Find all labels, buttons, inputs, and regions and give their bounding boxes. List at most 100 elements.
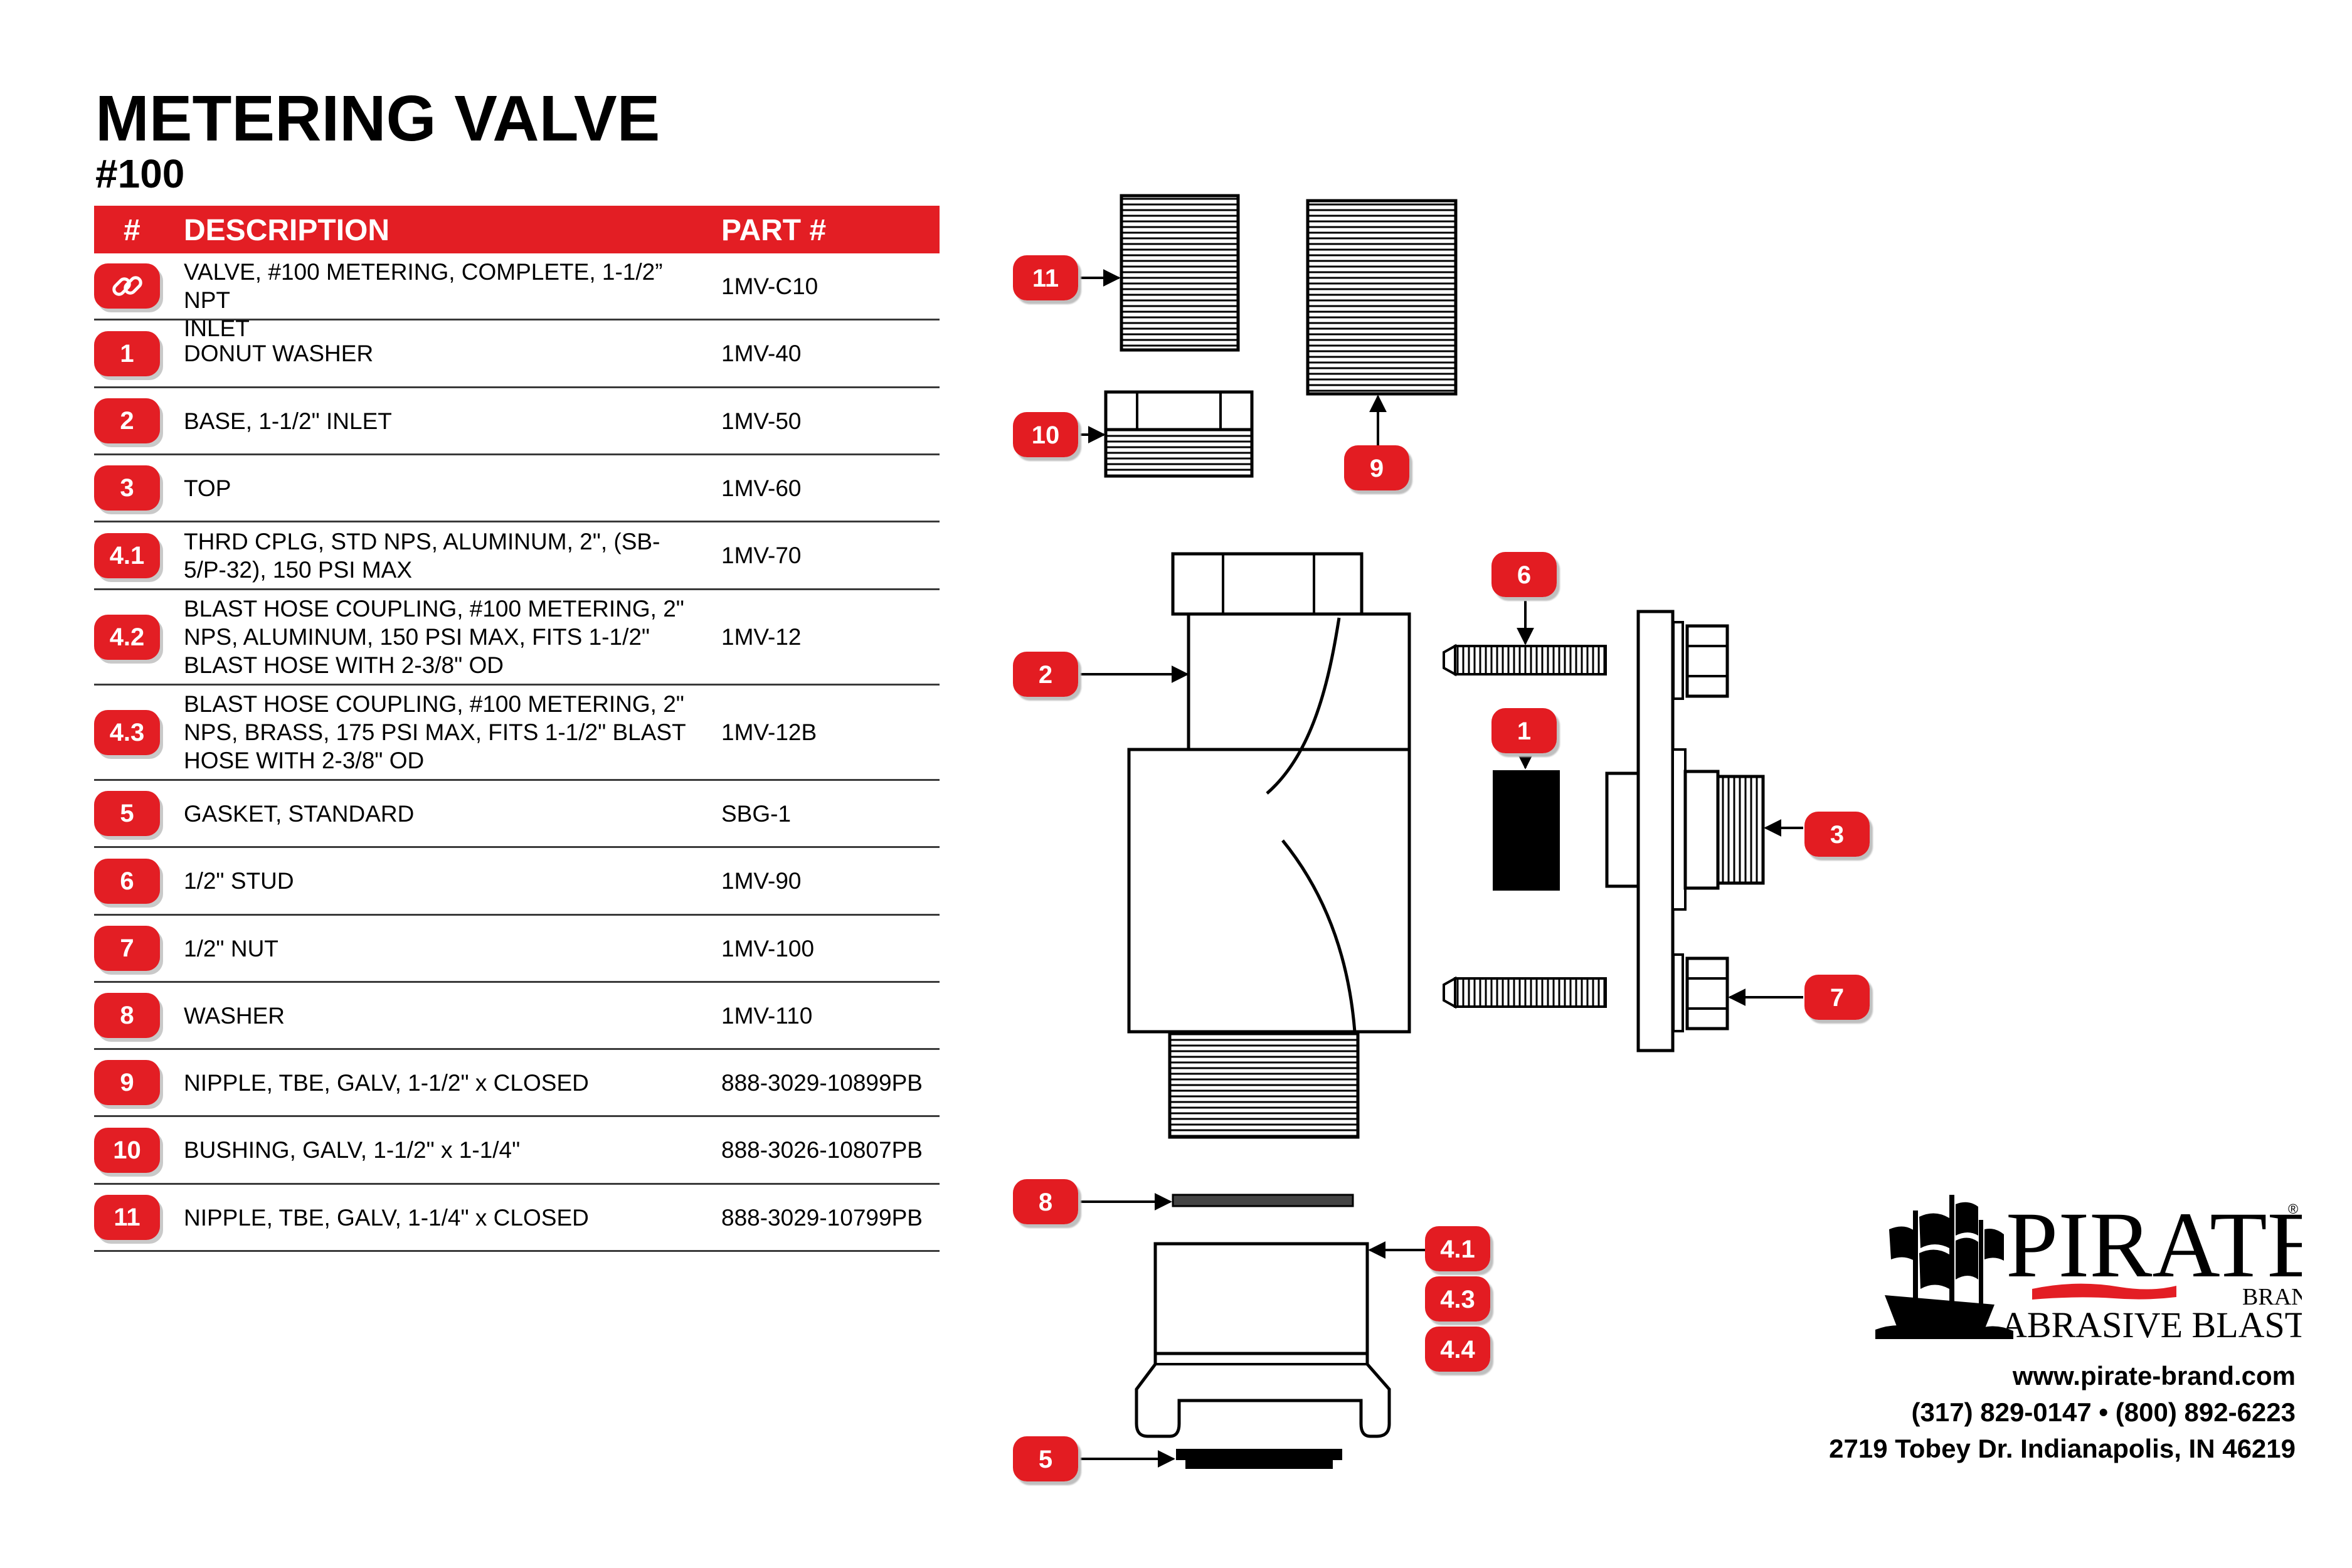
row-description: DONUT WASHER xyxy=(184,339,704,368)
callout-label: 4.1 xyxy=(1440,1236,1475,1263)
description-line: BLAST HOSE COUPLING, #100 METERING, 2" xyxy=(184,691,684,717)
description-line: 1/2" NUT xyxy=(184,935,278,961)
callout-label: 6 xyxy=(1517,561,1531,589)
callout-pill xyxy=(1491,708,1557,753)
row-description: THRD CPLG, STD NPS, ALUMINUM, 2", (SB-5/… xyxy=(184,527,704,584)
callout-pill xyxy=(1013,652,1078,697)
table-row: 4.1 THRD CPLG, STD NPS, ALUMINUM, 2", (SB… xyxy=(94,522,940,590)
description-line: HOSE WITH 2-3/8" OD xyxy=(184,748,425,773)
row-part-number: 1MV-90 xyxy=(721,868,802,894)
part-4-coupling xyxy=(1135,1242,1391,1438)
row-description: WASHER xyxy=(184,1002,704,1030)
brand-name: PIRATE xyxy=(2006,1193,2302,1297)
row-description: BUSHING, GALV, 1-1/2" x 1-1/4" xyxy=(184,1136,704,1164)
callout-badge: 11 xyxy=(1013,255,1078,300)
row-part-number: 1MV-70 xyxy=(721,543,802,568)
part-6-stud-lower xyxy=(1443,976,1607,1009)
callout-pill xyxy=(1013,1179,1078,1224)
row-description: 1/2" STUD xyxy=(184,867,704,895)
callout-label: 4.4 xyxy=(1440,1336,1475,1364)
part-7-nut-upper xyxy=(1672,621,1729,700)
row-description: BLAST HOSE COUPLING, #100 METERING, 2"NP… xyxy=(184,690,704,775)
pirate-brand-logo: PIRATE ® BRAND ABRASIVE BLASTING xyxy=(1875,1193,2302,1345)
callout-badge: 6 xyxy=(1491,552,1557,597)
table-header: # DESCRIPTION PART # xyxy=(94,206,940,253)
row-number-badge: 4.2 xyxy=(94,614,160,660)
website-link[interactable]: www.pirate-brand.com xyxy=(2012,1361,2296,1391)
description-line: 1/2" STUD xyxy=(184,868,294,894)
part-10-bushing xyxy=(1104,390,1254,478)
row-part-number: 1MV-12 xyxy=(721,624,802,650)
row-number-badge: 8 xyxy=(94,993,160,1038)
row-part-number: 1MV-60 xyxy=(721,475,802,501)
row-description: BASE, 1-1/2" INLET xyxy=(184,407,704,435)
row-part-number: 1MV-110 xyxy=(721,1002,813,1029)
row-description: NIPPLE, TBE, GALV, 1-1/4" x CLOSED xyxy=(184,1204,704,1232)
row-number-badge: 5 xyxy=(94,791,160,836)
part-9-nipple xyxy=(1306,199,1458,396)
row-description: GASKET, STANDARD xyxy=(184,800,704,828)
part-7-nut-lower xyxy=(1672,953,1729,1032)
callout-badge: 3 xyxy=(1804,812,1870,857)
blood-splash xyxy=(2032,1283,2176,1300)
description-line: INLET xyxy=(184,315,250,341)
part-1-donut-washer xyxy=(1493,770,1560,891)
row-number-badge: 4.1 xyxy=(94,532,160,578)
row-number-badge: 11 xyxy=(94,1195,160,1240)
leader-arrows xyxy=(1076,269,1803,1468)
callout-pill xyxy=(1013,255,1078,300)
row-part-number: 1MV-50 xyxy=(721,408,802,434)
description-line: 5/P-32), 150 PSI MAX xyxy=(184,556,413,583)
column-header-number: # xyxy=(124,214,140,247)
callout-badge: 5 xyxy=(1013,1436,1078,1481)
callout-label: 1 xyxy=(1517,718,1531,745)
callout-badge: 10 xyxy=(1013,412,1078,457)
row-description: 1/2" NUT xyxy=(184,935,704,963)
callout-label: 2 xyxy=(1039,661,1052,689)
part-11-nipple xyxy=(1120,194,1240,352)
part-3-top xyxy=(1605,610,1765,1052)
callout-badge: 2 xyxy=(1013,652,1078,697)
callout-badge: 8 xyxy=(1013,1179,1078,1224)
column-header-part: PART # xyxy=(721,214,827,247)
description-line: NPS, BRASS, 175 PSI MAX, FITS 1-1/2" BLA… xyxy=(184,719,686,745)
registered-mark: ® xyxy=(2288,1201,2298,1217)
row-number-badge: 10 xyxy=(94,1127,160,1173)
row-description: TOP xyxy=(184,474,704,502)
row-number-badge: 4.3 xyxy=(94,709,160,755)
table-row: 8 WASHER 1MV-110 xyxy=(94,983,940,1050)
callout-label: 11 xyxy=(1032,265,1059,292)
parts-table: # DESCRIPTION PART # VALVE, #100 METERIN… xyxy=(94,206,940,1252)
description-line: BLAST HOSE COUPLING, #100 METERING, 2" xyxy=(184,596,684,622)
description-line: TOP xyxy=(184,475,231,501)
row-number-badge: 7 xyxy=(94,926,160,971)
description-line: THRD CPLG, STD NPS, ALUMINUM, 2", (SB- xyxy=(184,528,660,554)
callout-badge: 4.4 xyxy=(1425,1327,1490,1372)
part-8-washer xyxy=(1172,1194,1354,1207)
row-description: BLAST HOSE COUPLING, #100 METERING, 2"NP… xyxy=(184,595,704,679)
callout-badge: 1 xyxy=(1491,708,1557,753)
table-row: 2 BASE, 1-1/2" INLET 1MV-50 xyxy=(94,388,940,455)
phone-numbers: (317) 829-0147 • (800) 892-6223 xyxy=(1911,1397,2296,1427)
callout-pill xyxy=(1804,975,1870,1020)
callout-badge: 4.3 xyxy=(1425,1276,1490,1322)
row-number-badge: 9 xyxy=(94,1060,160,1105)
callout-pill xyxy=(1425,1276,1490,1322)
row-part-number: 1MV-40 xyxy=(721,341,802,366)
description-line: BLAST HOSE WITH 2-3/8" OD xyxy=(184,652,504,678)
street-address: 2719 Tobey Dr. Indianapolis, IN 46219 xyxy=(1829,1434,2296,1463)
callout-pill xyxy=(1425,1226,1490,1271)
page-title: METERING VALVE xyxy=(95,82,660,154)
row-number-badge: 2 xyxy=(94,398,160,443)
table-row: VALVE, #100 METERING, COMPLETE, 1-1/2” N… xyxy=(94,253,940,341)
callout-badge: 7 xyxy=(1804,975,1870,1020)
